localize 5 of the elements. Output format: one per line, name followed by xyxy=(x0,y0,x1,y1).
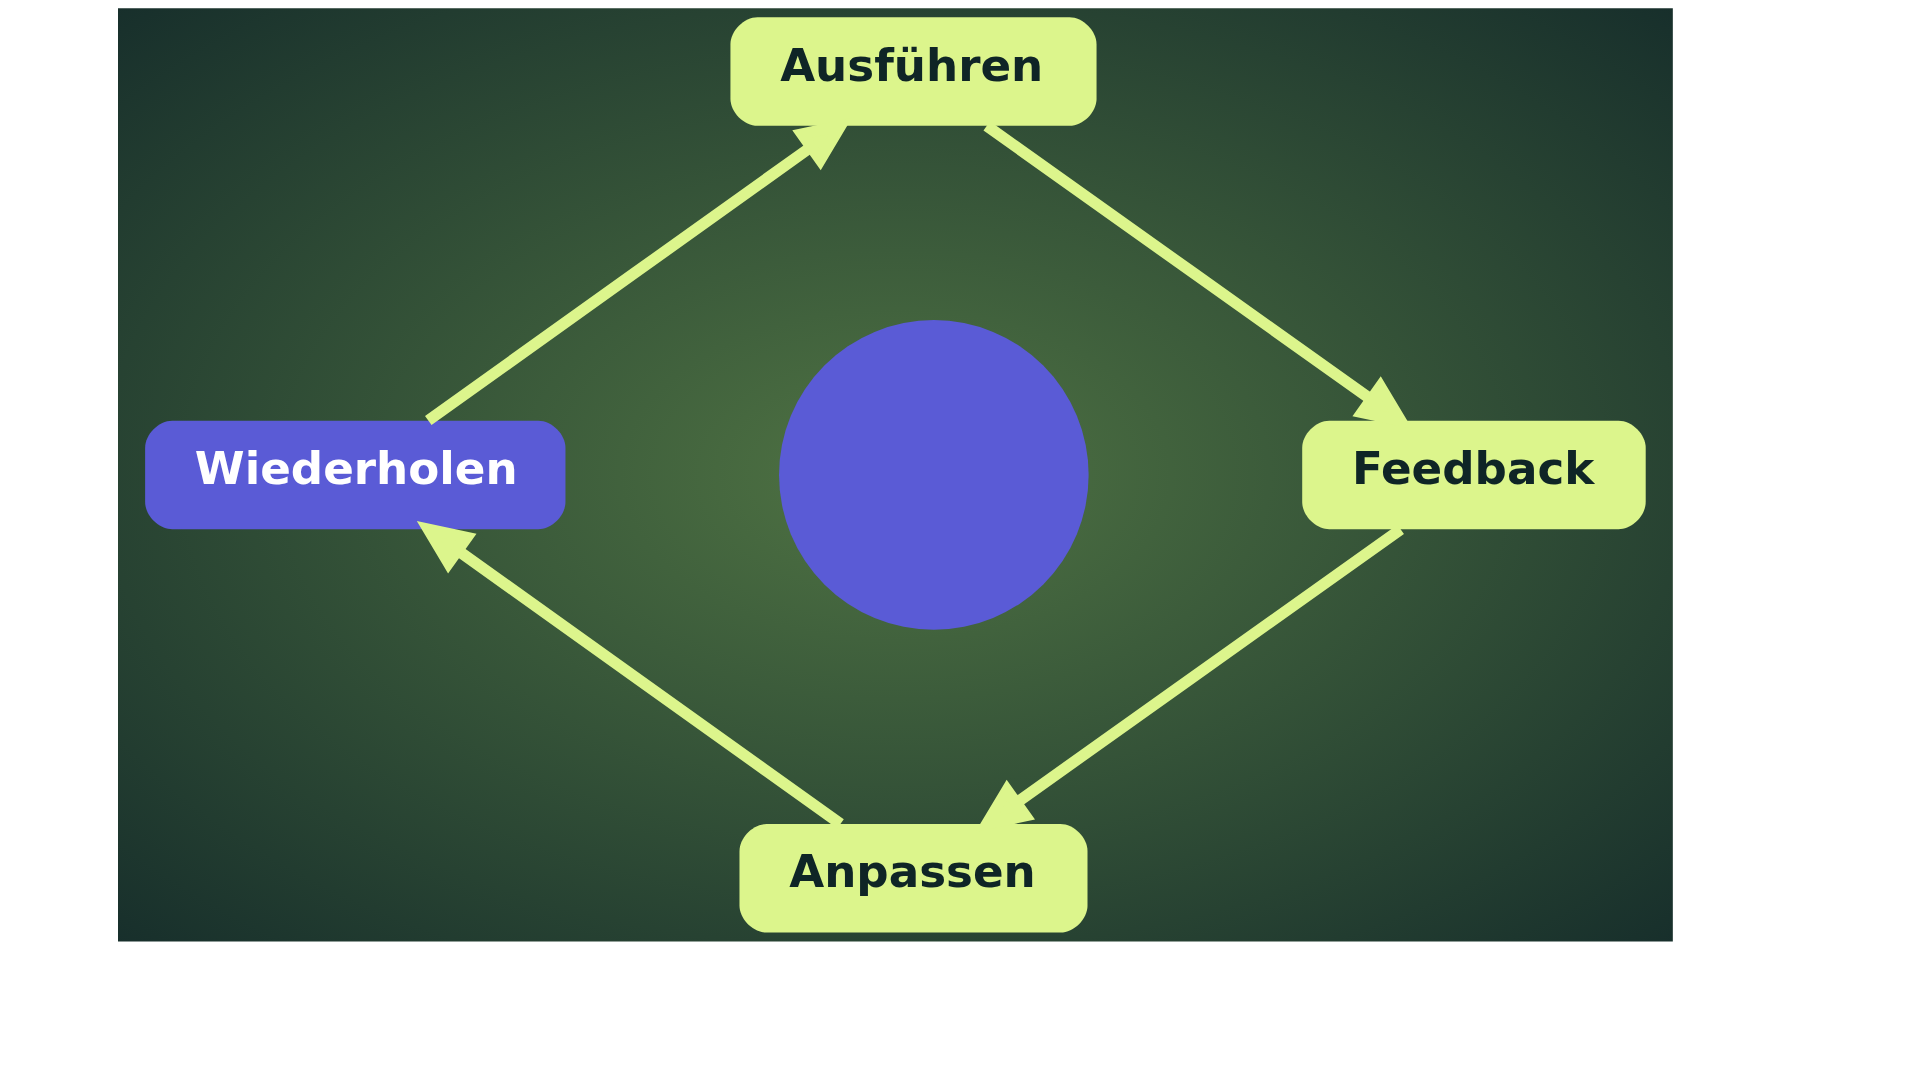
node-box: Wiederholen xyxy=(144,420,565,530)
node-box: Feedback xyxy=(1301,420,1646,530)
node-circle xyxy=(778,320,1089,630)
node-box: Ausführen xyxy=(729,17,1097,126)
node-box: Anpassen xyxy=(739,824,1087,933)
